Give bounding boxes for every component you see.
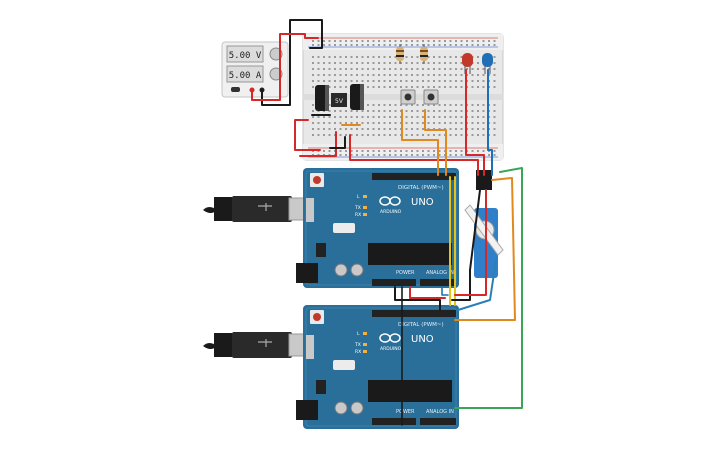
power-header-label: POWER — [396, 270, 415, 276]
microcontroller-chip — [368, 380, 452, 402]
digital-header[interactable] — [372, 310, 456, 317]
brand-label: ARDUINO — [380, 209, 402, 215]
l-led-label: L — [357, 194, 360, 200]
power-supply[interactable]: 5.00 V 5.00 A — [221, 41, 289, 98]
analog-header[interactable] — [420, 418, 456, 425]
resistor-2[interactable] — [420, 44, 428, 64]
rx-label: RX — [355, 349, 361, 355]
rx-label: RX — [355, 212, 361, 218]
l-led-label: L — [357, 331, 360, 337]
arduino-top[interactable]: DIGITAL (PWM~) UNO ARDUINO L TX RX POWER… — [296, 168, 459, 288]
voltage-regulator[interactable]: 5V — [331, 93, 347, 107]
dc-jack[interactable] — [296, 400, 318, 420]
model-label: UNO — [411, 197, 434, 208]
crystal — [333, 360, 355, 370]
led-blue[interactable] — [482, 53, 493, 74]
power-header[interactable] — [372, 418, 416, 425]
tx-label: TX — [354, 342, 361, 348]
current-display: 5.00 A — [229, 71, 262, 81]
capacitor-2[interactable] — [350, 84, 364, 110]
regulator-label: 5V — [335, 98, 344, 105]
arduino-logo-icon — [379, 196, 401, 206]
servo-horn[interactable] — [464, 204, 504, 256]
usb-cable-bottom[interactable] — [203, 332, 317, 358]
power-header[interactable] — [372, 279, 416, 286]
analog-header[interactable] — [420, 279, 456, 286]
analog-header-label: ANALOG IN — [426, 270, 454, 276]
power-switch[interactable] — [231, 87, 240, 92]
breadboard-holes — [312, 40, 496, 156]
push-button-1[interactable] — [400, 89, 416, 105]
arduino-logo-icon — [379, 333, 401, 343]
arduino-bottom[interactable]: DIGITAL (PWM~) UNO ARDUINO L TX RX POWER… — [296, 305, 459, 429]
dc-jack[interactable] — [296, 263, 318, 283]
tx-label: TX — [354, 205, 361, 211]
microcontroller-chip — [368, 243, 452, 265]
crystal — [333, 223, 355, 233]
voltage-display: 5.00 V — [229, 51, 262, 61]
model-label: UNO — [411, 334, 434, 345]
brand-label: ARDUINO — [380, 346, 402, 352]
digital-header-label: DIGITAL (PWM~) — [398, 185, 444, 191]
digital-header-label: DIGITAL (PWM~) — [398, 322, 444, 328]
power-header-label: POWER — [396, 409, 415, 415]
capacitor-1[interactable] — [315, 85, 329, 111]
servo-connector[interactable] — [476, 170, 492, 190]
analog-header-label: ANALOG IN — [426, 409, 454, 415]
push-button-2[interactable] — [423, 89, 439, 105]
wires — [251, 19, 523, 426]
digital-header[interactable] — [372, 173, 456, 180]
resistor-1[interactable] — [396, 44, 404, 64]
usb-cable-top[interactable] — [203, 196, 317, 222]
